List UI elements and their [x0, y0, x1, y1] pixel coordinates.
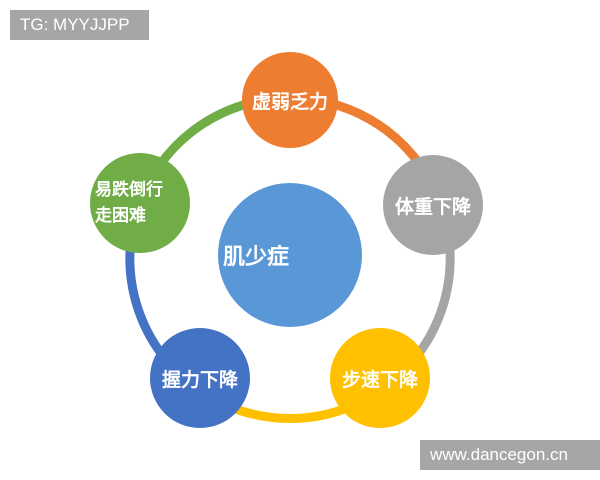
watermark-top: TG: MYYJJPP: [10, 10, 149, 40]
node-weight-loss: 体重下降: [383, 155, 483, 255]
node-label: 步速下降: [341, 368, 418, 391]
watermark-bottom: www.dancegon.cn: [420, 440, 600, 470]
center-node-sarcopenia: 肌少症: [218, 183, 362, 327]
node-label: 握力下降: [161, 368, 238, 391]
node-label-line1: 易跌倒行: [95, 180, 163, 200]
node-label: 虚弱乏力: [251, 90, 328, 113]
node-label: 体重下降: [394, 195, 471, 218]
node-gait-speed-decline: 步速下降: [330, 328, 430, 428]
node-grip-strength-decline: 握力下降: [150, 328, 250, 428]
center-label: 肌少症: [223, 245, 290, 270]
node-weakness: 虚弱乏力: [242, 52, 338, 148]
node-label-line2: 走困难: [95, 206, 146, 226]
node-falls-walking-difficulty: 易跌倒行 走困难: [90, 153, 190, 253]
